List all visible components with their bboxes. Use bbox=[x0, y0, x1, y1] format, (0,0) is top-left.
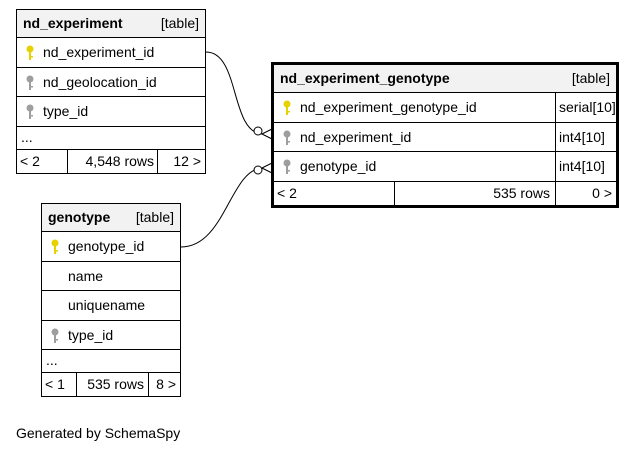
children-link[interactable]: 8 > bbox=[148, 373, 180, 396]
row-count: 535 rows bbox=[76, 373, 148, 396]
foreign-key-icon bbox=[283, 130, 291, 145]
foreign-key-icon bbox=[283, 159, 291, 174]
column-row[interactable]: type_id bbox=[17, 97, 205, 127]
table-name: nd_experiment bbox=[23, 15, 123, 31]
column-type: serial[10] bbox=[555, 93, 616, 122]
parents-link[interactable]: < 2 bbox=[277, 184, 297, 201]
foreign-key-icon bbox=[26, 104, 34, 119]
table-footer: < 2 4,548 rows 12 > bbox=[17, 149, 205, 173]
link-nd-experiment-to-genotype-link bbox=[205, 51, 263, 135]
table-nd-experiment[interactable]: nd_experiment [table] nd_experiment_id n… bbox=[16, 9, 206, 174]
column-row[interactable]: name bbox=[42, 262, 180, 291]
link-end-circle bbox=[253, 165, 263, 175]
parents-link[interactable]: < 2 bbox=[20, 152, 40, 169]
primary-key-icon bbox=[283, 100, 291, 115]
generated-by-credit: Generated by SchemaSpy bbox=[16, 425, 181, 441]
column-name: type_id bbox=[68, 326, 114, 343]
foreign-key-icon bbox=[51, 328, 59, 343]
column-type: int4[10] bbox=[555, 122, 616, 151]
column-name: uniquename bbox=[68, 297, 146, 313]
link-end-circle bbox=[253, 126, 263, 136]
children-link[interactable]: 12 > bbox=[157, 149, 205, 173]
table-header: genotype [table] bbox=[42, 204, 180, 232]
table-name: nd_experiment_genotype bbox=[280, 70, 450, 86]
column-name: genotype_id bbox=[68, 238, 145, 254]
column-name: name bbox=[68, 267, 104, 284]
table-header: nd_experiment_genotype [table] bbox=[274, 65, 616, 93]
column-name: type_id bbox=[43, 103, 89, 119]
column-name: genotype_id bbox=[300, 158, 377, 174]
more-columns: ... bbox=[17, 127, 205, 150]
foreign-key-icon bbox=[26, 75, 34, 90]
column-name: nd_experiment_genotype_id bbox=[300, 99, 477, 115]
column-row[interactable]: nd_experiment_id int4[10] bbox=[274, 122, 616, 152]
link-crowfoot bbox=[261, 128, 273, 140]
primary-key-icon bbox=[26, 45, 34, 60]
table-footer: < 2 535 rows 0 > bbox=[274, 181, 616, 205]
more-columns: ... bbox=[42, 350, 180, 373]
column-row[interactable]: uniquename bbox=[42, 291, 180, 321]
column-row[interactable]: type_id bbox=[42, 321, 180, 350]
column-type: int4[10] bbox=[555, 152, 616, 181]
row-count: 4,548 rows bbox=[67, 149, 157, 173]
primary-key-icon bbox=[51, 239, 59, 254]
parents-link[interactable]: < 1 bbox=[45, 376, 65, 392]
column-row[interactable]: nd_geolocation_id bbox=[17, 68, 205, 97]
column-row[interactable]: genotype_id bbox=[42, 232, 180, 262]
table-kind: [table] bbox=[135, 209, 174, 225]
column-name: nd_geolocation_id bbox=[43, 73, 157, 90]
column-name: nd_experiment_id bbox=[43, 44, 155, 60]
column-name: nd_experiment_id bbox=[300, 128, 412, 145]
table-header: nd_experiment [table] bbox=[17, 10, 205, 38]
row-count: 535 rows bbox=[394, 181, 555, 205]
column-row[interactable]: genotype_id int4[10] bbox=[274, 152, 616, 182]
table-footer: < 1 535 rows 8 > bbox=[42, 373, 180, 396]
children-link[interactable]: 0 > bbox=[555, 181, 616, 205]
link-genotype-to-genotype-link bbox=[180, 167, 263, 248]
table-nd-experiment-genotype[interactable]: nd_experiment_genotype [table] nd_experi… bbox=[271, 62, 619, 208]
table-genotype[interactable]: genotype [table] genotype_id name unique… bbox=[41, 203, 181, 397]
table-name: genotype bbox=[48, 209, 111, 225]
column-row[interactable]: nd_experiment_genotype_id serial[10] bbox=[274, 93, 616, 123]
link-crowfoot bbox=[261, 162, 273, 174]
table-kind: [table] bbox=[160, 15, 199, 31]
column-row[interactable]: nd_experiment_id bbox=[17, 38, 205, 68]
table-kind: [table] bbox=[571, 70, 610, 86]
